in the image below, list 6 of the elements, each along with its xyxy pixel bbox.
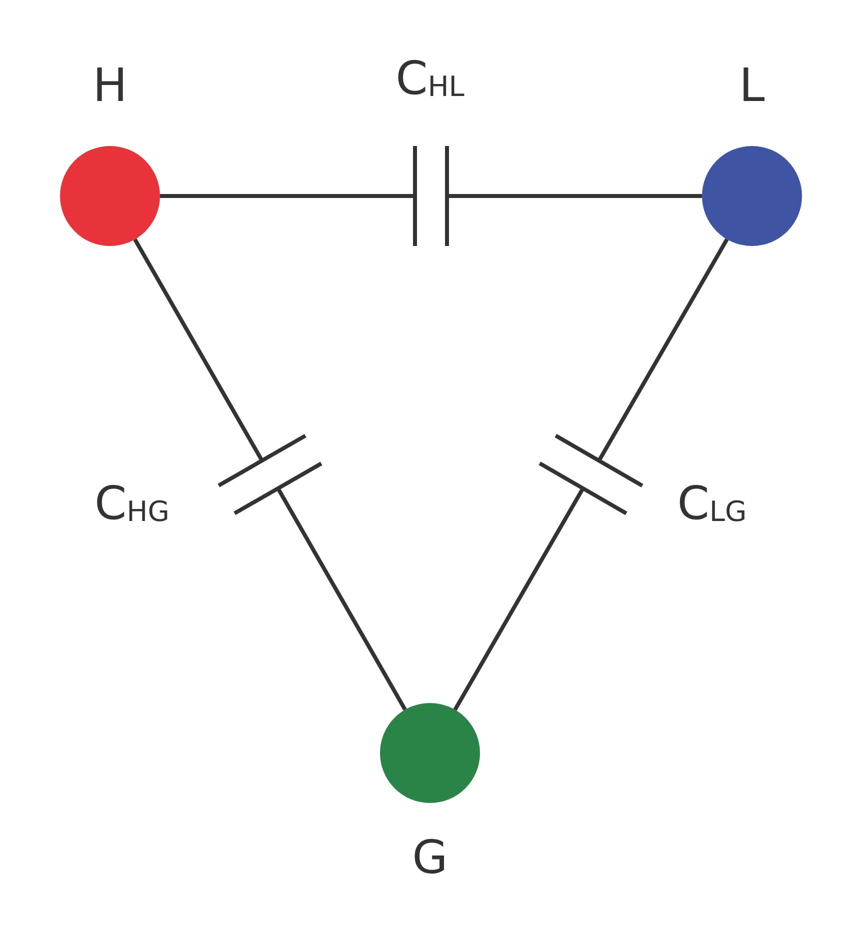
terminal-label: L: [739, 62, 765, 108]
capacitor-wire: [160, 194, 702, 198]
capacitor-wire: [453, 238, 729, 711]
terminal-label: H: [92, 62, 128, 108]
terminal-label: G: [412, 834, 448, 880]
capacitor-wire: [133, 238, 407, 711]
